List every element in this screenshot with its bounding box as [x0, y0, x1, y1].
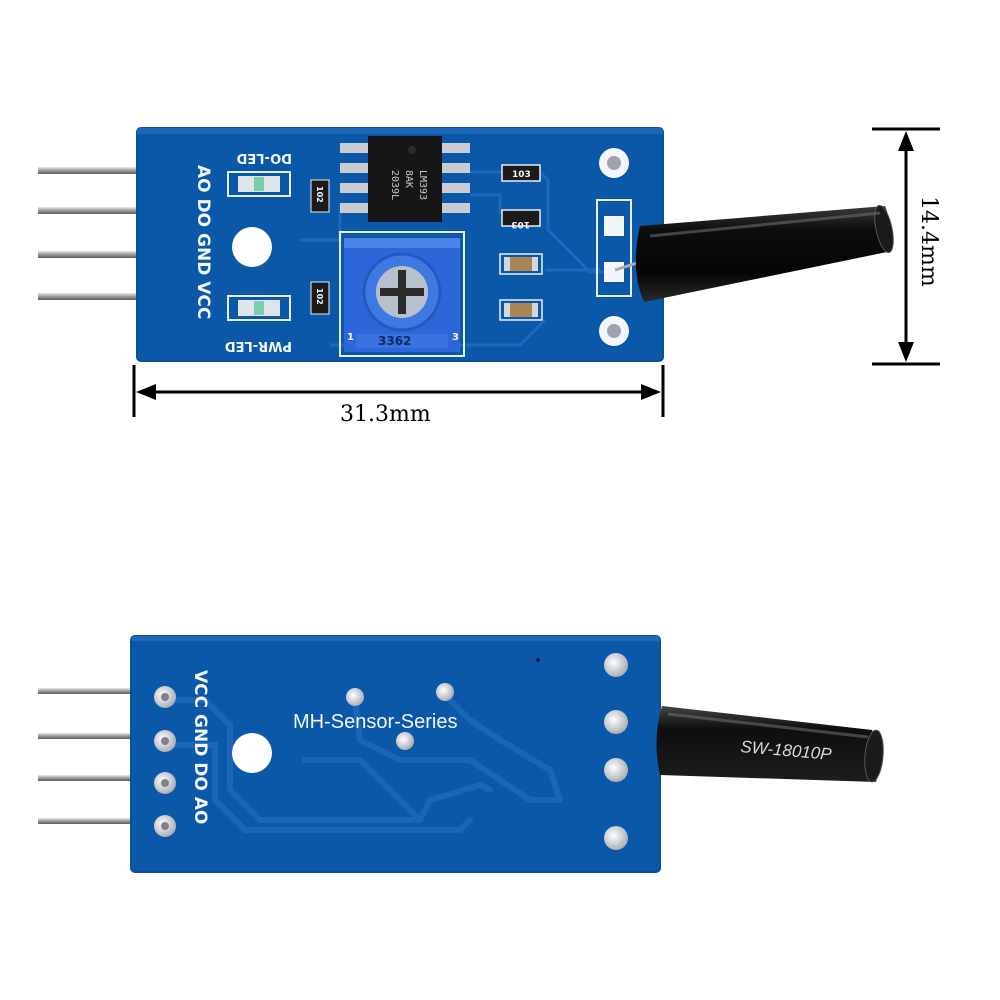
back-pin-labels: VCC GND DO AO [190, 670, 210, 824]
right-pads-front [596, 148, 632, 346]
pwr-led [227, 295, 291, 321]
mount-hole-back [232, 733, 272, 773]
capacitor-c1 [499, 253, 543, 275]
solder-pads-header [154, 686, 176, 837]
lm393-chip: LM393 8AK 2039L [340, 136, 470, 222]
resistor-r4-code: 103 [511, 219, 530, 229]
tilt-sensor-back: SW-18010P [656, 706, 884, 783]
capacitor-c2 [499, 299, 543, 321]
width-label: 31.3mm [340, 402, 431, 427]
solder-pads-right [604, 653, 628, 850]
height-label: 14.4mm [916, 196, 941, 287]
chip-line-1: LM393 [417, 170, 428, 200]
height-dimension: 14.4mm [872, 127, 941, 366]
header-pins-back [38, 688, 134, 824]
resistor-r3: 103 [501, 164, 541, 182]
back-board-view: VCC GND DO AO MH-Sensor-Series SW-18010P [38, 635, 884, 873]
resistor-r4: 103 [501, 209, 541, 229]
pot-pin-1: 1 [347, 332, 354, 343]
chip-line-2: 8AK [403, 170, 414, 188]
front-pin-labels: AO DO GND VCC [193, 165, 213, 319]
tilt-sensor-front [614, 204, 894, 302]
resistor-r2-code: 102 [315, 288, 324, 305]
resistor-r3-code: 103 [512, 170, 531, 180]
resistor-r1-code: 102 [315, 186, 324, 203]
front-board-view: DO-LED PWR-LED AO DO GND VCC 102 102 LM3… [38, 127, 894, 362]
mount-hole-front [232, 227, 272, 267]
do-led [227, 171, 291, 197]
chip-line-3: 2039L [389, 170, 400, 200]
vias-back [346, 658, 540, 750]
pwr-led-label: PWR-LED [225, 338, 292, 353]
resistor-r2: 102 [310, 281, 330, 315]
pot-pin-3: 3 [452, 332, 459, 343]
potentiometer: 3362 1 3 [339, 231, 465, 357]
resistor-r1: 102 [310, 179, 330, 213]
do-led-label: DO-LED [236, 150, 292, 165]
pot-model-label: 3362 [378, 334, 411, 348]
width-dimension: 31.3mm [132, 365, 665, 427]
series-label: MH-Sensor-Series [293, 711, 457, 733]
